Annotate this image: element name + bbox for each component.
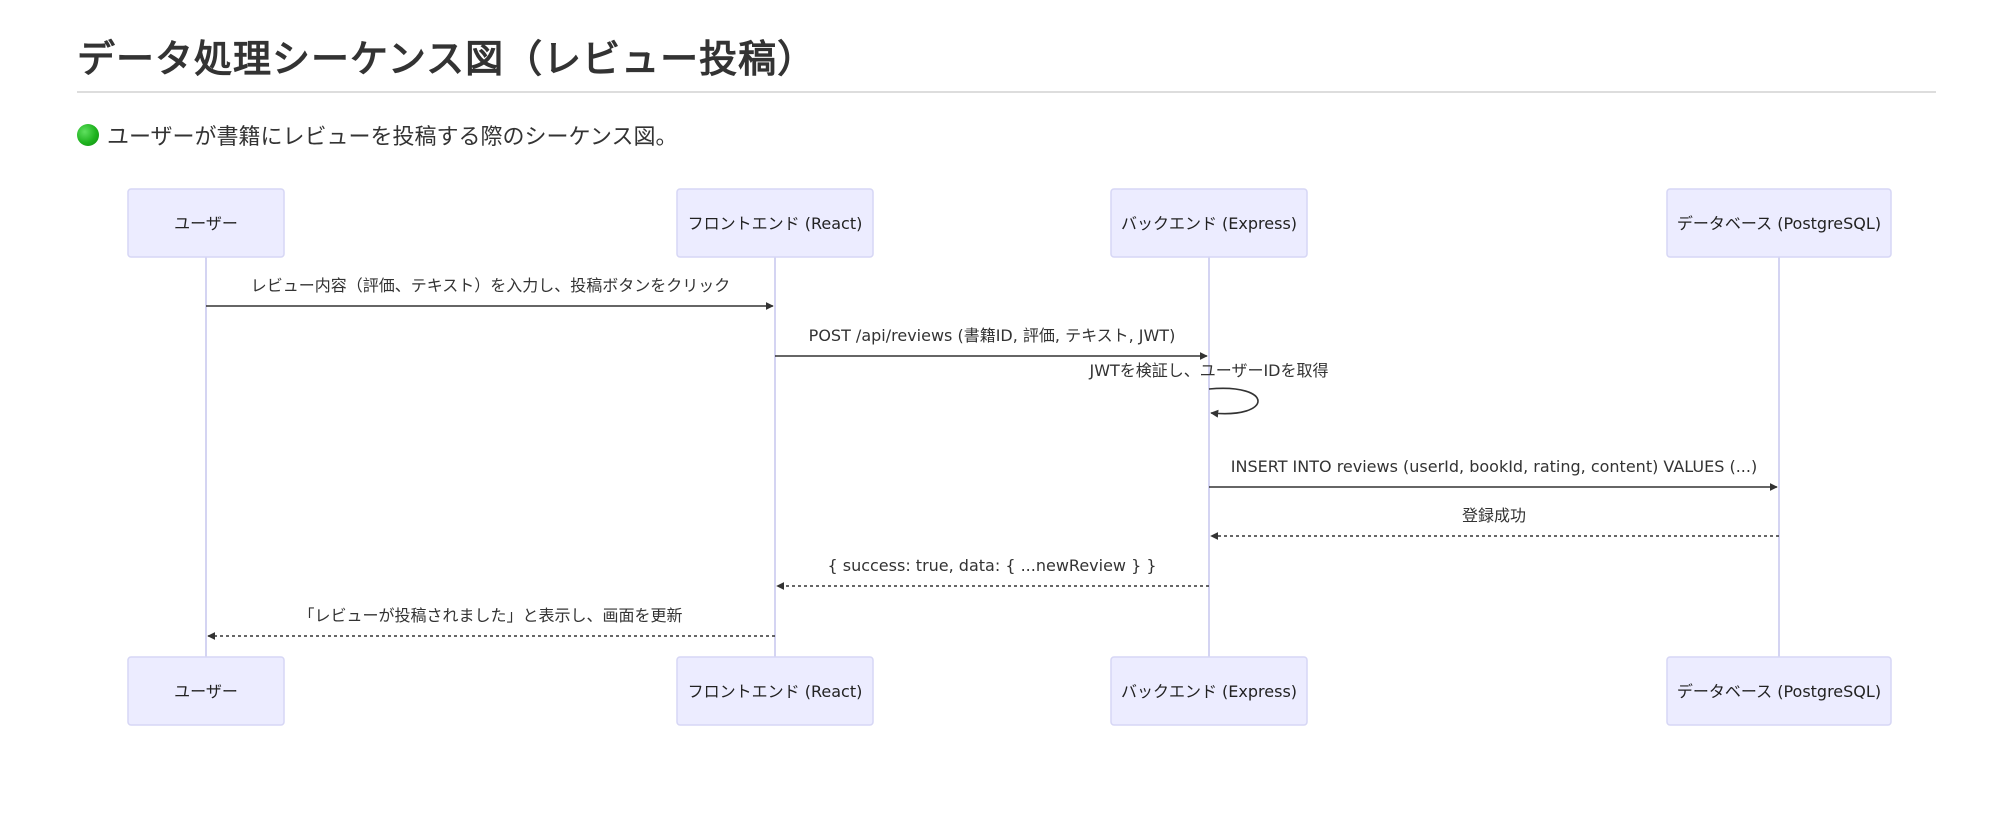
participant-backend-bottom: バックエンド (Express) <box>1110 656 1308 726</box>
participant-label: データベース (PostgreSQL) <box>1677 214 1881 233</box>
participant-box <box>676 656 874 726</box>
message-5: 登録成功 <box>1210 506 1779 540</box>
participant-label: フロントエンド (React) <box>688 214 863 233</box>
message-6: { success: true, data: { ...newReview } … <box>776 556 1209 590</box>
message-1: レビュー内容（評価、テキスト）を入力し、投稿ボタンをクリック <box>206 276 774 310</box>
message-label: POST /api/reviews (書籍ID, 評価, テキスト, JWT) <box>809 326 1176 345</box>
participant-label: データベース (PostgreSQL) <box>1677 682 1881 701</box>
message-4: INSERT INTO reviews (userId, bookId, rat… <box>1209 457 1778 491</box>
participant-box <box>676 188 874 258</box>
participant-backend-top: バックエンド (Express) <box>1110 188 1308 258</box>
message-label: { success: true, data: { ...newReview } … <box>827 556 1156 575</box>
description-text: ユーザーが書籍にレビューを投稿する際のシーケンス図。 <box>107 125 678 150</box>
participant-label: ユーザー <box>174 682 238 701</box>
message-label: JWTを検証し、ユーザーIDを取得 <box>1088 361 1328 380</box>
participant-frontend-bottom: フロントエンド (React) <box>676 656 874 726</box>
message-3: JWTを検証し、ユーザーIDを取得 <box>1088 361 1329 418</box>
participant-label: バックエンド (Express) <box>1121 682 1297 701</box>
participant-box <box>1110 188 1308 258</box>
title-divider <box>77 91 1936 93</box>
participant-box <box>1666 188 1892 258</box>
message-arrow <box>1208 387 1259 418</box>
message-2: POST /api/reviews (書籍ID, 評価, テキスト, JWT) <box>775 326 1208 360</box>
message-7: 「レビューが投稿されました」と表示し、画面を更新 <box>207 606 775 640</box>
participant-label: フロントエンド (React) <box>688 682 863 701</box>
participant-db-bottom: データベース (PostgreSQL) <box>1666 656 1892 726</box>
participant-db-top: データベース (PostgreSQL) <box>1666 188 1892 258</box>
message-label: INSERT INTO reviews (userId, bookId, rat… <box>1231 457 1757 476</box>
participant-label: バックエンド (Express) <box>1121 214 1297 233</box>
message-label: 「レビューが投稿されました」と表示し、画面を更新 <box>298 606 682 625</box>
participant-box <box>127 656 285 726</box>
participant-frontend-top: フロントエンド (React) <box>676 188 874 258</box>
participant-label: ユーザー <box>174 214 238 233</box>
participant-box <box>1666 656 1892 726</box>
message-label: レビュー内容（評価、テキスト）を入力し、投稿ボタンをクリック <box>251 276 731 295</box>
page-description: ユーザーが書籍にレビューを投稿する際のシーケンス図。 <box>77 118 677 152</box>
participant-user-top: ユーザー <box>127 188 285 258</box>
message-label: 登録成功 <box>1462 506 1526 525</box>
green-circle-icon <box>77 124 99 146</box>
participant-user-bottom: ユーザー <box>127 656 285 726</box>
participant-box <box>127 188 285 258</box>
page-title: データ処理シーケンス図（レビュー投稿） <box>77 37 817 81</box>
participant-box <box>1110 656 1308 726</box>
